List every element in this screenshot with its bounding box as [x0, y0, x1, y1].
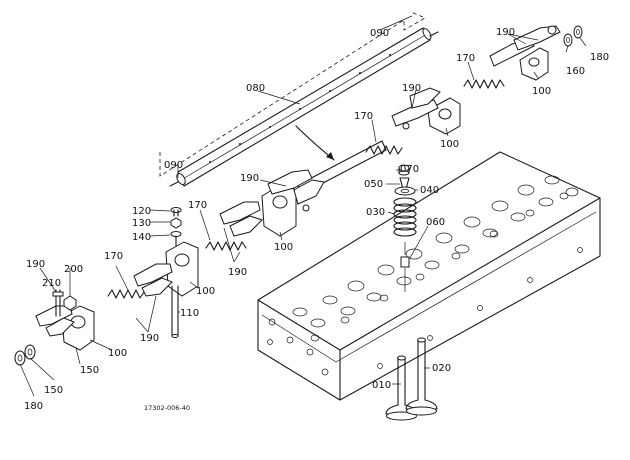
label-210: 210: [42, 278, 61, 289]
label-100-e: 100: [108, 348, 127, 359]
shaft-washer: [24, 344, 36, 360]
label-030: 030: [366, 207, 385, 218]
valve-cap: [398, 164, 410, 176]
label-120: 120: [132, 206, 151, 217]
part-labels: 090 080 090 190 170 160 180 100 190 170 …: [24, 27, 609, 412]
label-170-a: 170: [456, 53, 475, 64]
intake-valve: [385, 355, 418, 421]
rocker-arm: [35, 305, 75, 337]
label-090-bottom: 090: [164, 160, 183, 171]
label-200: 200: [64, 264, 83, 275]
shaft-plug-bottom: [169, 181, 179, 187]
label-140: 140: [132, 232, 151, 243]
drawing-number: 17302-006-40: [144, 404, 190, 412]
rocker-bracket: [519, 47, 549, 81]
shaft-washer: [563, 33, 573, 47]
label-190-d: 190: [228, 267, 247, 278]
assembly-arrow: [295, 125, 335, 161]
label-190-a: 190: [496, 27, 515, 38]
rocker-spring: [205, 241, 247, 251]
label-010: 010: [372, 380, 391, 391]
spring-retainer: [394, 186, 416, 196]
circlip: [573, 25, 583, 39]
label-160: 160: [566, 66, 585, 77]
label-020: 020: [432, 363, 451, 374]
rocker-arm: [267, 169, 325, 212]
circlip: [14, 350, 26, 366]
label-080: 080: [246, 83, 265, 94]
rocker-bracket: [61, 305, 95, 351]
valve-spring: [393, 197, 417, 237]
adjusting-screw: [52, 289, 64, 317]
label-180-b: 180: [24, 401, 43, 412]
valve-stem-seal: [400, 256, 410, 268]
push-rod: [171, 285, 179, 338]
rocker-spring: [463, 79, 505, 89]
rocker-arm: [133, 263, 173, 297]
label-100-c: 100: [274, 242, 293, 253]
label-150-b: 150: [44, 385, 63, 396]
label-100-d: 100: [196, 286, 215, 297]
label-190-c: 190: [240, 173, 259, 184]
label-100-b: 100: [440, 139, 459, 150]
leader-lines: [19, 15, 587, 397]
label-130: 130: [132, 218, 151, 229]
cylinder-head: [257, 151, 601, 401]
label-190-b: 190: [402, 83, 421, 94]
adjusting-screw-small: [170, 207, 182, 217]
label-050: 050: [364, 179, 383, 190]
label-060: 060: [426, 217, 445, 228]
label-190-e: 190: [140, 333, 159, 344]
label-090-top: 090: [370, 28, 389, 39]
rocker-arm: [391, 87, 441, 130]
rocker-spring: [365, 145, 403, 155]
shaft-plug-top: [429, 31, 439, 37]
label-170-b: 170: [354, 111, 373, 122]
exhaust-valve: [405, 337, 438, 416]
shaft-assembly-outline: [159, 11, 426, 177]
rocker-arm: [219, 201, 263, 237]
label-070: 070: [400, 164, 419, 175]
locknut-small: [170, 217, 182, 229]
rocker-bracket: [165, 241, 199, 297]
label-170-d: 170: [104, 251, 123, 262]
rocker-arm-shaft: [176, 27, 432, 187]
label-170-c: 170: [188, 200, 207, 211]
label-180-a: 180: [590, 52, 609, 63]
label-040: 040: [420, 185, 439, 196]
rocker-spring: [107, 289, 145, 299]
label-100-a: 100: [532, 86, 551, 97]
rocker-screw: [170, 231, 182, 247]
label-110: 110: [180, 308, 199, 319]
rocker-bracket: [261, 183, 297, 237]
label-150-a: 150: [80, 365, 99, 376]
label-190-f: 190: [26, 259, 45, 270]
